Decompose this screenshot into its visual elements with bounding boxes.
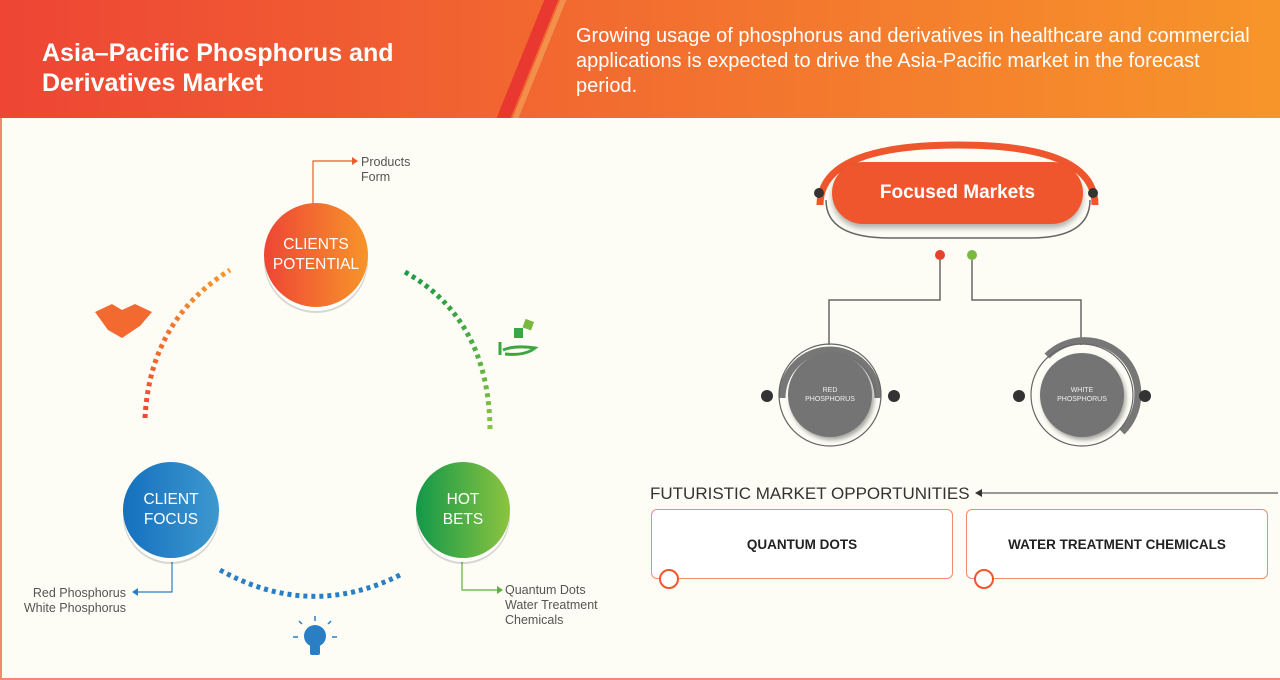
opportunity-box: QUANTUM DOTS [651,509,953,579]
circle-label: BETS [442,511,484,528]
circle-label: CLIENT [143,491,199,508]
dice-hand-icon [498,318,539,356]
lightbulb-icon [293,616,337,655]
handshake-icon [95,304,152,338]
dotted-arc-orange [142,267,232,419]
circle-label: HOT [446,491,480,508]
hot-bets-circle: HOT BETS [416,462,510,558]
opportunity-label: WATER TREATMENT CHEMICALS [1008,536,1226,552]
opportunity-label: QUANTUM DOTS [746,536,858,552]
circle-label: CLIENTS [283,236,349,253]
client-focus-circle: CLIENT FOCUS [123,462,219,558]
connector-products [312,160,352,207]
dotted-arc-blue [218,567,402,599]
clients-potential-circle: CLIENTS POTENTIAL [264,203,368,307]
futuristic-title: FUTURISTIC MARKET OPPORTUNITIES [650,484,970,503]
box-marker [974,569,994,589]
header-banner: Asia–Pacific Phosphorus and Derivatives … [0,0,1280,118]
focused-markets-title: Focused Markets [832,162,1083,224]
page-title: Asia–Pacific Phosphorus and Derivatives … [42,39,394,97]
connector-client-focus [138,560,173,593]
box-marker [659,569,679,589]
page-subtitle: Growing usage of phosphorus and derivati… [576,25,1250,97]
connector-hot-bets [461,560,497,591]
circle-label: POTENTIAL [272,256,360,273]
content-frame [0,118,1280,680]
opportunity-box: WATER TREATMENT CHEMICALS [966,509,1268,579]
dotted-arc-green [403,269,493,433]
circle-label: FOCUS [143,511,199,528]
